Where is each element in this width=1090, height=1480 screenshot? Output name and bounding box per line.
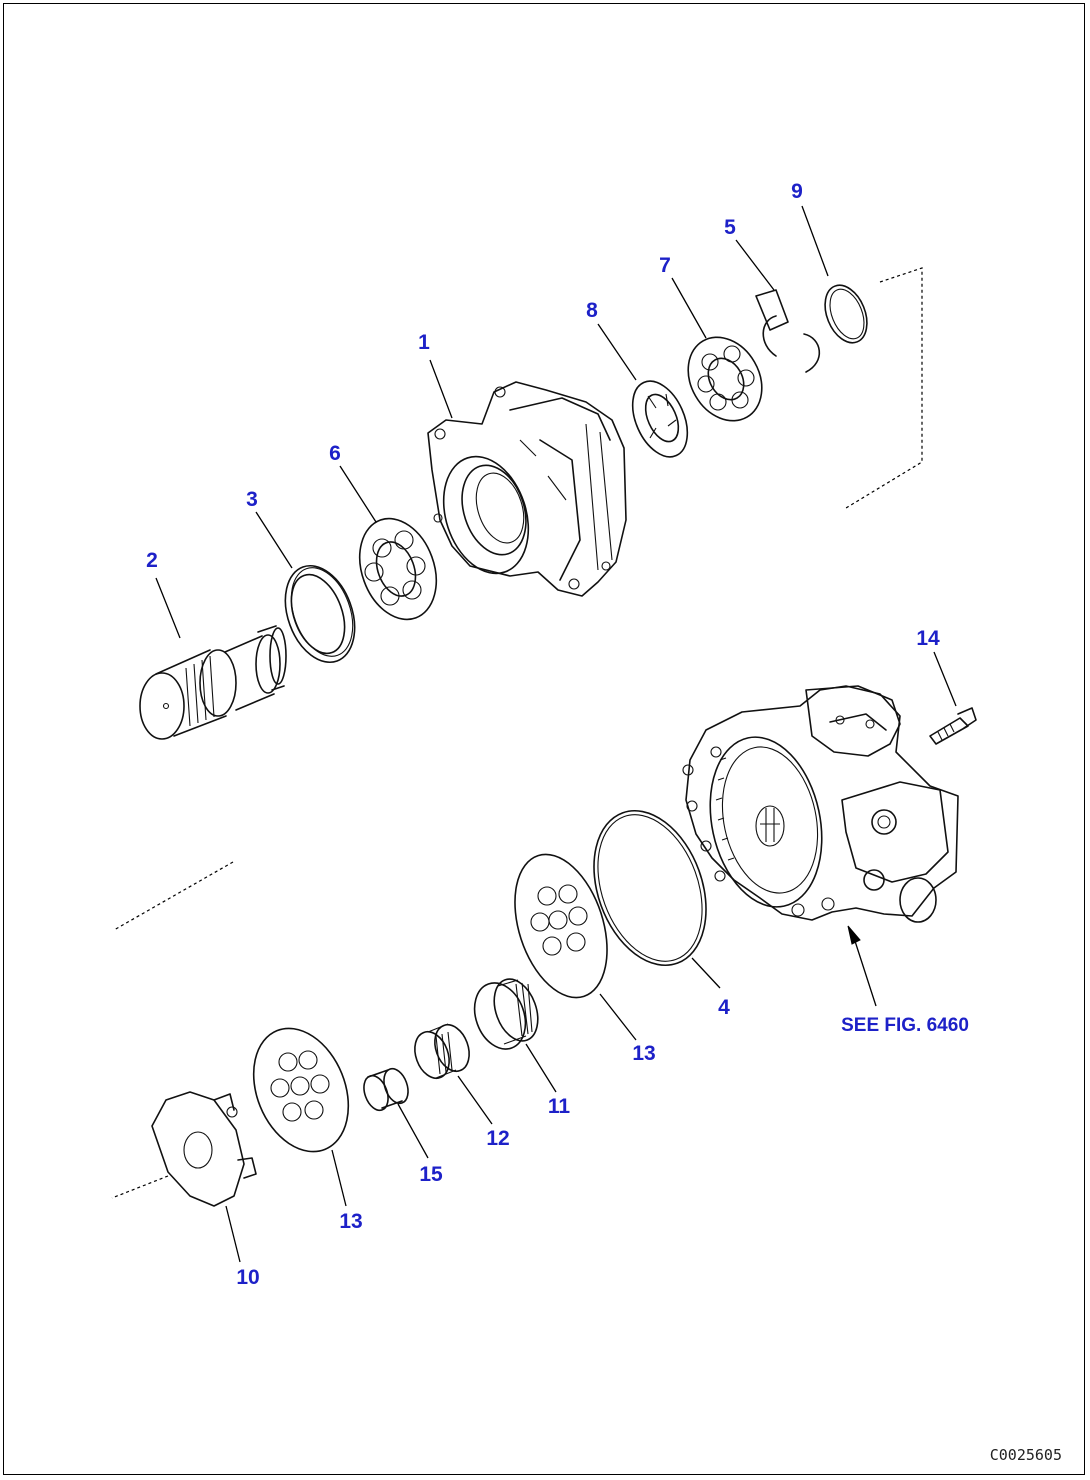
leader-lines: [155, 205, 957, 1263]
callout-6: 6: [329, 442, 341, 465]
part-8-bearing: [631, 380, 689, 458]
part-9-ring: [824, 284, 868, 344]
arrow-head-icon: [847, 925, 861, 945]
leader-15: [397, 1103, 429, 1159]
leader-7: [671, 277, 707, 339]
leader-10: [225, 1205, 241, 1263]
part-2-pinion-shaft: [139, 625, 287, 740]
part-1-case: [427, 381, 627, 597]
part-10-carrier: [151, 1091, 257, 1207]
callout-5: 5: [724, 216, 736, 239]
part-3-oil-seal: [284, 564, 356, 664]
leader-see-fig: [853, 937, 877, 1007]
leader-13a: [599, 993, 637, 1041]
callout-13-lower: 13: [339, 1210, 362, 1233]
callout-10: 10: [236, 1266, 259, 1289]
axis-line-lower: [111, 1175, 169, 1199]
part-4-o-ring: [593, 809, 707, 967]
part-7-bearing: [687, 336, 763, 422]
callouts: 1 2 3 4 5 6 7 8 9 10 11 12 13 13 14 15: [146, 180, 940, 1289]
axis-line-left: [113, 861, 234, 931]
figure-code: C0025605: [990, 1446, 1062, 1464]
callout-12: 12: [486, 1127, 509, 1150]
leader-11: [525, 1043, 557, 1093]
part-12-needle-bearing: [414, 1023, 470, 1080]
callout-9: 9: [791, 180, 803, 203]
leader-14: [933, 651, 957, 707]
leader-6: [339, 465, 377, 523]
callout-4: 4: [718, 996, 730, 1019]
part-11-needle-bearing: [473, 978, 539, 1050]
pump-assembly: [682, 685, 959, 923]
callout-3: 3: [246, 488, 258, 511]
see-figure-reference: SEE FIG. 6460: [841, 1015, 969, 1036]
callout-13-upper: 13: [632, 1042, 655, 1065]
leader-9: [801, 205, 829, 277]
part-15-bushing: [363, 1067, 409, 1112]
axis-line-upper: [845, 267, 923, 509]
callout-11: 11: [548, 1095, 571, 1118]
part-14-bolt: [929, 707, 977, 745]
callout-14: 14: [916, 627, 940, 650]
leader-13b: [331, 1149, 347, 1207]
callout-2: 2: [146, 549, 158, 572]
part-5-snap-ring: [755, 289, 821, 373]
leader-12: [457, 1075, 493, 1125]
axis-lines: [111, 267, 923, 1199]
leader-8: [597, 323, 637, 381]
callout-15: 15: [419, 1163, 443, 1186]
diagram-frame: [3, 3, 1085, 1475]
part-13-plate-lower: [252, 1027, 350, 1153]
leader-4: [691, 957, 721, 989]
callout-8: 8: [586, 299, 598, 322]
leader-5: [735, 239, 775, 291]
leader-3: [255, 511, 293, 569]
leader-1: [429, 359, 453, 419]
part-13-plate-upper: [514, 853, 608, 999]
callout-7: 7: [659, 254, 671, 277]
leader-2: [155, 577, 181, 639]
callout-1: 1: [418, 331, 430, 354]
part-6-bearing: [358, 517, 438, 621]
